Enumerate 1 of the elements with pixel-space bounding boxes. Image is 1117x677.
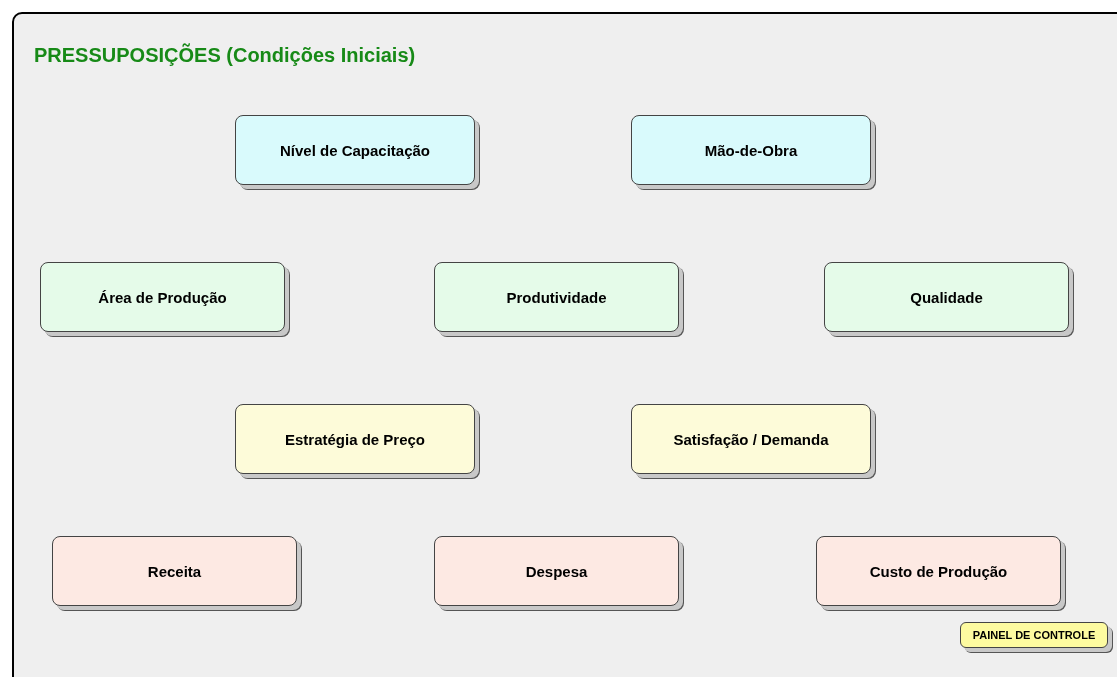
panel-title: PRESSUPOSIÇÕES (Condições Iniciais) [34, 44, 416, 67]
